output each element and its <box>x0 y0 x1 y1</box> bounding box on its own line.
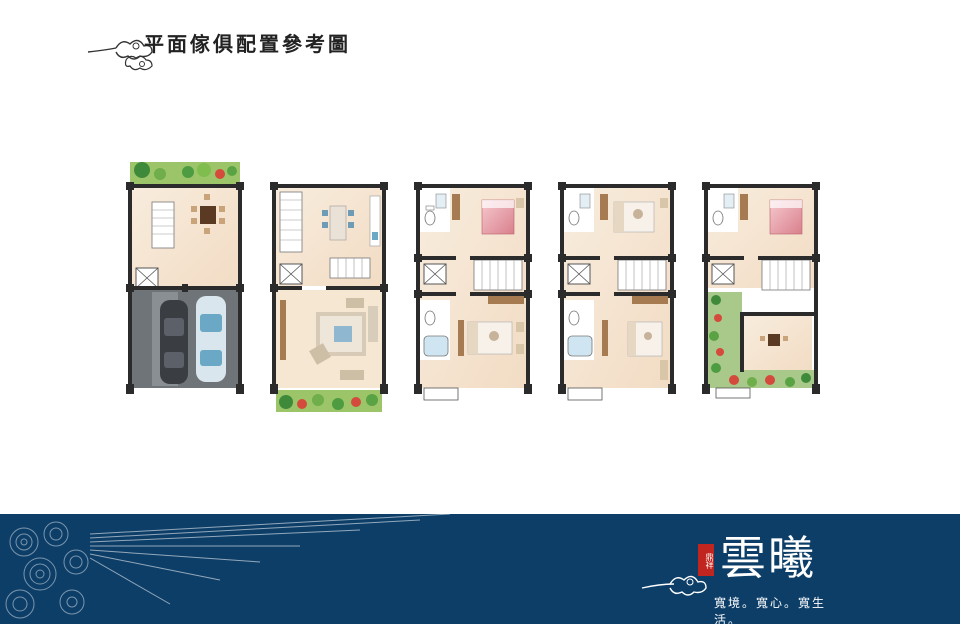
stairs-icon <box>151 201 175 249</box>
dining-table-icon <box>322 205 354 241</box>
page-title: 平面傢俱配置參考圖 <box>144 32 351 56</box>
toilet-icon <box>568 310 580 326</box>
footer-banner <box>0 514 960 624</box>
page-header: 平面傢俱配置參考圖 <box>86 24 406 82</box>
bathtub-icon <box>423 335 449 357</box>
bed-icon <box>613 201 655 233</box>
floor-plans <box>126 162 820 412</box>
toilet-icon <box>424 310 436 326</box>
sofa-icon <box>309 298 366 380</box>
toilet-icon <box>712 210 724 226</box>
toilet-icon <box>424 205 436 226</box>
plan-living-floor <box>270 182 388 412</box>
plan-ground-floor <box>126 162 244 394</box>
plant-icon <box>279 394 378 410</box>
car-icon <box>196 296 226 382</box>
car-icon <box>160 300 188 384</box>
stairs-icon <box>617 259 667 291</box>
dining-table-icon <box>760 334 788 346</box>
sun-ray-icon <box>89 514 451 605</box>
plant-icon <box>134 162 237 180</box>
dining-table-icon <box>191 194 225 234</box>
brand-logo: 雲曦 <box>720 531 816 585</box>
plan-bedroom-floor-a <box>414 182 532 401</box>
plant-icon <box>709 295 811 387</box>
brand-seal: 鼎祥 <box>698 544 714 576</box>
bed-icon <box>467 321 513 355</box>
bathtub-icon <box>567 335 593 357</box>
banner-decoration <box>5 514 451 619</box>
stairs-icon <box>473 259 523 291</box>
swirl-cloud-icon <box>5 521 89 619</box>
cloud-ornament-icon <box>87 39 153 71</box>
bed-icon <box>627 321 663 357</box>
stairs-icon <box>279 191 371 279</box>
plan-top-floor <box>702 182 820 399</box>
toilet-icon <box>568 210 580 226</box>
cloud-ornament-icon <box>641 575 707 596</box>
bed-icon <box>481 199 515 235</box>
brand-slogan: 寬境。寬心。寬生活。 <box>714 596 827 627</box>
stairs-icon <box>761 259 811 291</box>
bed-icon <box>769 199 803 235</box>
plan-bedroom-floor-b <box>558 182 676 401</box>
brand-block: 鼎祥 雲曦 寬境。寬心。寬生活。 <box>648 530 848 627</box>
